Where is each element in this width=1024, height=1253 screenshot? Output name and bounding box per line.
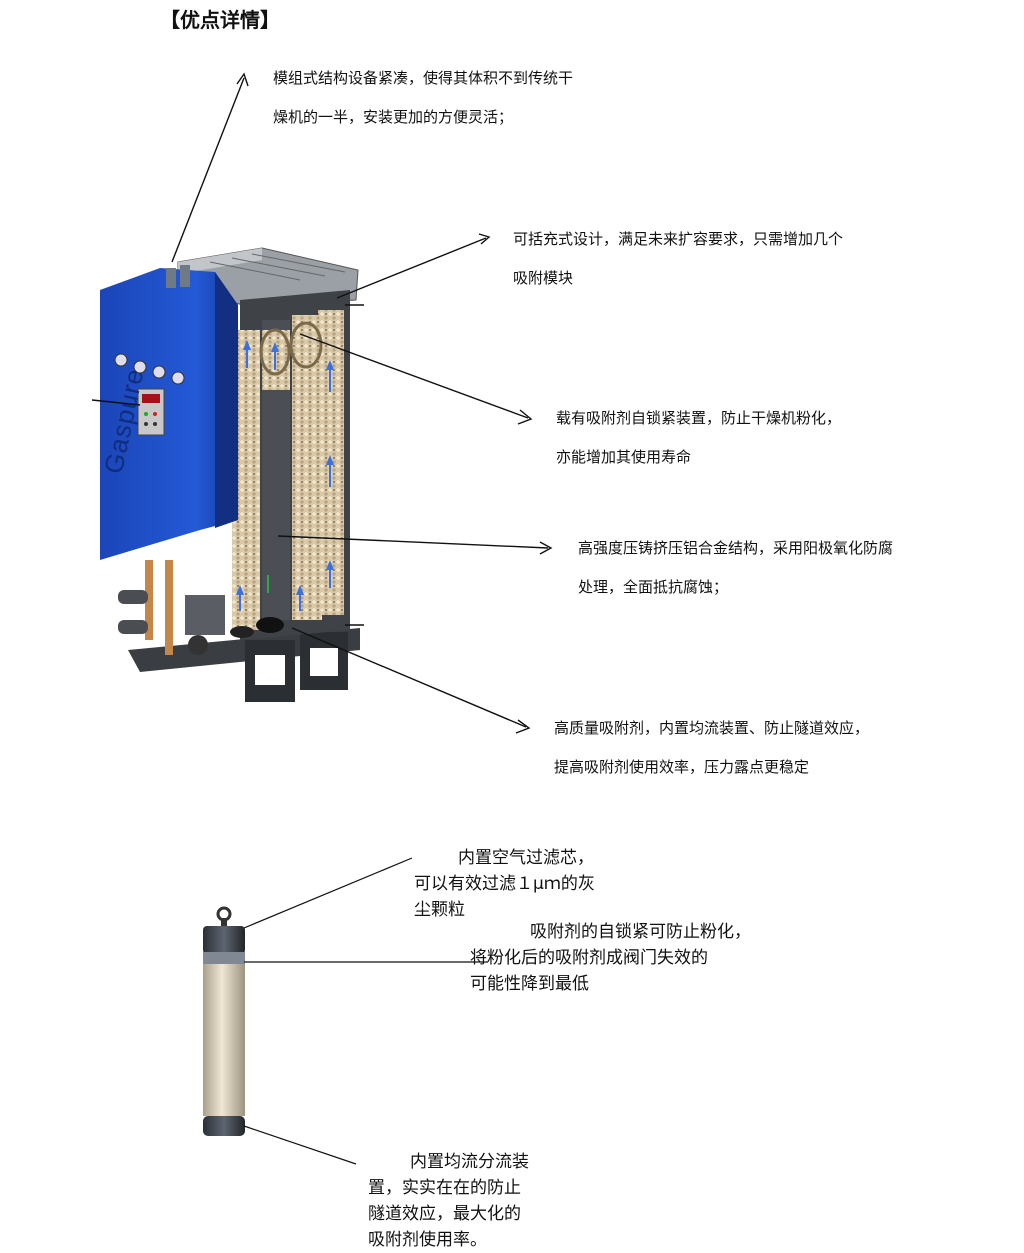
- cartridge-note-1-line2: 可以有效过滤１μｍ的灰: [414, 874, 595, 894]
- callout-2-line1: 可括充式设计，满足未来扩容要求，只需增加几个: [513, 230, 844, 248]
- section-title: 【优点详情】: [160, 8, 280, 32]
- callout-3-line2: 亦能增加其使用寿命: [556, 448, 692, 466]
- cartridge-note-1: 内置空气过滤芯， 可以有效过滤１μｍ的灰 尘颗粒: [414, 845, 595, 923]
- callout-4-line2: 处理，全面抵抗腐蚀；: [578, 578, 729, 596]
- filter-cartridge: [203, 906, 245, 1136]
- cartridge-note-1-line1: 内置空气过滤芯，: [458, 848, 594, 868]
- cartridge-note-1-line3: 尘颗粒: [414, 900, 465, 920]
- cartridge-leader-lines: [243, 857, 488, 1165]
- callout-4-line1: 高强度压铸挤压铝合金结构，采用阳极氧化防腐: [578, 539, 894, 557]
- cartridge-note-2-line2: 将粉化后的吸附剂成阀门失效的: [470, 948, 708, 968]
- callout-1: 模组式结构设备紧凑，使得其体积不到传统干 燥机的一半，安装更加的方便灵活；: [273, 68, 573, 127]
- callout-1-line2: 燥机的一半，安装更加的方便灵活；: [273, 108, 514, 126]
- cartridge-note-3: 内置均流分流装 置，实实在在的防止 隧道效应，最大化的 吸附剂使用率。: [368, 1149, 529, 1253]
- leader-lines: [91, 72, 553, 734]
- cartridge-note-3-line3: 隧道效应，最大化的: [368, 1204, 521, 1224]
- callout-3: 载有吸附剂自锁紧装置，防止干燥机粉化， 亦能增加其使用寿命: [556, 408, 841, 467]
- cartridge-note-2-line3: 可能性降到最低: [470, 974, 589, 994]
- dryer-machine: [100, 247, 360, 702]
- cartridge-note-3-line1: 内置均流分流装: [410, 1152, 529, 1172]
- callout-5-line2: 提高吸附剂使用效率，压力露点更稳定: [554, 758, 810, 776]
- cartridge-note-2-line1: 吸附剂的自锁紧可防止粉化，: [530, 922, 751, 942]
- callout-2-line2: 吸附模块: [513, 269, 574, 287]
- cartridge-note-3-line4: 吸附剂使用率。: [368, 1230, 487, 1250]
- callout-4: 高强度压铸挤压铝合金结构，采用阳极氧化防腐 处理，全面抵抗腐蚀；: [578, 538, 893, 597]
- callout-3-line1: 载有吸附剂自锁紧装置，防止干燥机粉化，: [556, 409, 842, 427]
- callout-2: 可括充式设计，满足未来扩容要求，只需增加几个 吸附模块: [513, 229, 843, 288]
- cartridge-note-2: 吸附剂的自锁紧可防止粉化， 将粉化后的吸附剂成阀门失效的 可能性降到最低: [470, 919, 751, 997]
- callout-5: 高质量吸附剂，内置均流装置、防止隧道效应， 提高吸附剂使用效率，压力露点更稳定: [554, 718, 869, 777]
- cartridge-note-3-line2: 置，实实在在的防止: [368, 1178, 521, 1198]
- callout-1-line1: 模组式结构设备紧凑，使得其体积不到传统干: [273, 69, 574, 87]
- callout-5-line1: 高质量吸附剂，内置均流装置、防止隧道效应，: [554, 719, 870, 737]
